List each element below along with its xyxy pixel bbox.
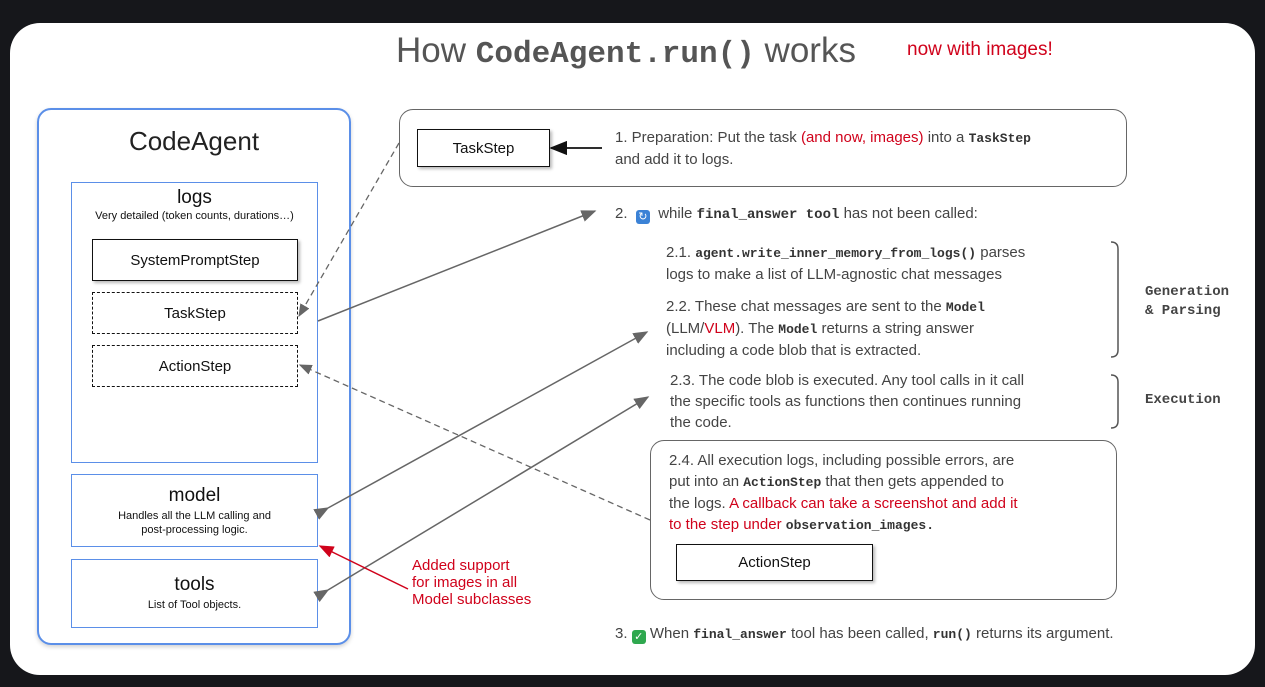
execution-bracket bbox=[1110, 374, 1119, 429]
tools-title: tools bbox=[174, 574, 215, 595]
step2-4-red-code: observation_images. bbox=[785, 518, 934, 533]
logs-subtitle: Very detailed (token counts, durations…) bbox=[95, 210, 294, 222]
step2-2-paren-close: ). The bbox=[735, 320, 775, 337]
logs-title: logs bbox=[177, 187, 212, 208]
task-step-box: TaskStep bbox=[92, 292, 298, 334]
step2-4-box bbox=[650, 440, 1117, 600]
step2-while: while bbox=[658, 205, 693, 222]
step2-3-line3: the code. bbox=[670, 414, 732, 431]
diagram-title: How CodeAgent.run() works bbox=[396, 31, 856, 72]
added-support-arrow bbox=[318, 545, 409, 590]
step3-text-b: tool has been called, bbox=[791, 625, 929, 642]
title-suffix: works bbox=[764, 31, 856, 70]
step3-prefix: 3. bbox=[615, 625, 628, 642]
logs-to-step2-arrow bbox=[317, 210, 597, 322]
action-step-box: ActionStep bbox=[92, 345, 298, 387]
tools-subtitle: List of Tool objects. bbox=[147, 599, 242, 611]
step1-text-red: (and now, images) bbox=[800, 129, 924, 146]
execution-label: Execution bbox=[1145, 392, 1221, 408]
step2-1-prefix: 2.1. bbox=[666, 244, 692, 261]
step2-3-line2: the specific tools as functions then con… bbox=[670, 393, 1022, 410]
taskstep-dashed-connector bbox=[298, 142, 400, 318]
step3-text-c: returns its argument. bbox=[975, 625, 1114, 642]
step2-3-text: 2.3. The code blob is executed. Any tool… bbox=[670, 370, 1024, 433]
connectors-svg bbox=[298, 140, 651, 603]
step2-4-text-a: 2.4. All execution logs, including possi… bbox=[669, 452, 1015, 469]
step3-text-a: When bbox=[649, 625, 690, 642]
step2-text: 2. ↻ while final_answer tool has not bee… bbox=[615, 203, 978, 226]
step2-4-actionstep-box: ActionStep bbox=[676, 544, 873, 581]
tools-double-arrow bbox=[313, 396, 650, 603]
step2-prefix: 2. bbox=[615, 205, 628, 222]
step2-suffix: has not been called: bbox=[843, 205, 978, 222]
check-mark-icon: ✓ bbox=[631, 630, 646, 644]
step2-1-code: agent.write_inner_memory_from_logs() bbox=[695, 246, 977, 261]
step2-4-text-c: that then gets appended to bbox=[825, 473, 1004, 490]
model-subtitle-line2: post-processing logic. bbox=[141, 524, 248, 536]
generation-bracket bbox=[1110, 241, 1119, 358]
step2-4-code: ActionStep bbox=[743, 475, 822, 490]
step3-code-b: run() bbox=[932, 627, 972, 642]
title-note: now with images! bbox=[907, 39, 1053, 60]
step1-text: 1. Preparation: Put the task (and now, i… bbox=[615, 127, 1125, 170]
actionstep-dashed-connector bbox=[298, 364, 651, 521]
system-prompt-step-box: SystemPromptStep bbox=[92, 239, 298, 281]
step2-4-text-b: put into an bbox=[669, 473, 740, 490]
step1-box bbox=[399, 109, 1127, 187]
step2-2-text-c: including a code blob that is extracted. bbox=[666, 342, 922, 359]
step2-4-text: 2.4. All execution logs, including possi… bbox=[669, 450, 1114, 536]
model-double-arrow bbox=[313, 331, 649, 520]
step2-2-text: 2.2. These chat messages are sent to the… bbox=[666, 296, 985, 361]
codeagent-title: CodeAgent bbox=[128, 126, 260, 156]
step2-2-vlm: VLM bbox=[704, 320, 736, 337]
step2-1-text-a: parses bbox=[980, 244, 1026, 261]
step3-text: 3. ✓ When final_answer tool has been cal… bbox=[615, 623, 1114, 645]
step1-text-c: and add it to logs. bbox=[615, 151, 734, 168]
step2-2-text-a: 2.2. These chat messages are sent to the bbox=[666, 298, 942, 315]
step2-4-red-a: A callback can take a screenshot and add… bbox=[729, 495, 1018, 512]
step2-1-text: 2.1. agent.write_inner_memory_from_logs(… bbox=[666, 242, 1025, 285]
generation-parsing-label: Generation & Parsing bbox=[1145, 283, 1229, 321]
title-prefix: How bbox=[396, 31, 467, 70]
generation-label-line1: Generation bbox=[1145, 284, 1230, 300]
model-subtitle-line1: Handles all the LLM calling and bbox=[118, 510, 271, 522]
step2-4-text-d: the logs. bbox=[669, 495, 726, 512]
step2-2-paren-open: (LLM/ bbox=[666, 320, 705, 337]
step2-2-text-b: returns a string answer bbox=[821, 320, 975, 337]
diagram-card: How CodeAgent.run() works now with image… bbox=[10, 23, 1255, 675]
step1-text-a: 1. Preparation: Put the task bbox=[615, 129, 797, 146]
step1-text-b: into a bbox=[927, 129, 965, 146]
brackets-svg bbox=[1110, 241, 1119, 429]
step2-3-line1: 2.3. The code blob is executed. Any tool… bbox=[670, 372, 1025, 389]
title-code: CodeAgent.run() bbox=[475, 37, 755, 72]
logs-box bbox=[71, 182, 318, 463]
step3-code-a: final_answer bbox=[693, 627, 787, 642]
model-title: model bbox=[168, 485, 221, 506]
step2-1-text-b: logs to make a list of LLM-agnostic chat… bbox=[666, 266, 1002, 283]
step2-2-model-code: Model bbox=[945, 300, 985, 315]
step1-code: TaskStep bbox=[968, 131, 1031, 146]
step1-taskstep-box: TaskStep bbox=[417, 129, 550, 167]
loop-arrows-icon: ↻ bbox=[635, 210, 650, 224]
step2-code: final_answer tool bbox=[696, 207, 840, 223]
step2-4-red-b: to the step under bbox=[669, 516, 782, 533]
step2-2-model-code-2: Model bbox=[778, 322, 818, 337]
generation-label-line2: & Parsing bbox=[1145, 303, 1221, 319]
